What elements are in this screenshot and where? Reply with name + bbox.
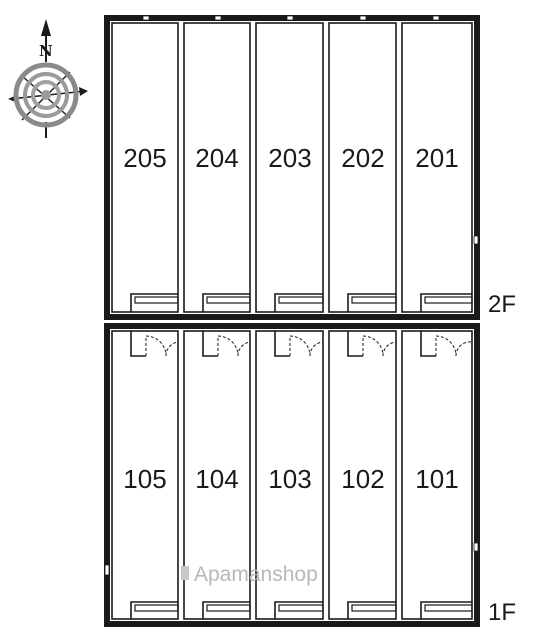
unit-202: 202 (328, 22, 397, 313)
unit-102: 102 (328, 330, 397, 620)
unit-label-203: 203 (268, 143, 311, 173)
unit-label-102: 102 (341, 464, 384, 494)
unit-label-104: 104 (195, 464, 238, 494)
floor-1f: 105 104 103 102 (104, 323, 516, 627)
unit-label-201: 201 (415, 143, 458, 173)
watermark-logo: Apamanshop (181, 563, 318, 586)
floor-2f: 205 204 203 202 201 (104, 15, 516, 320)
unit-104: 104 (183, 330, 251, 620)
unit-205: 205 (111, 22, 179, 313)
floor-label-1f: 1F (488, 599, 516, 626)
unit-204: 204 (183, 22, 251, 313)
compass-rose-icon: N (8, 19, 88, 138)
unit-label-105: 105 (123, 464, 166, 494)
unit-label-103: 103 (268, 464, 311, 494)
unit-203: 203 (255, 22, 324, 313)
unit-105: 105 (111, 330, 179, 620)
unit-label-202: 202 (341, 143, 384, 173)
unit-label-204: 204 (195, 143, 238, 173)
watermark-text: Apamanshop (194, 563, 318, 586)
unit-103: 103 (255, 330, 324, 620)
floor-label-2f: 2F (488, 291, 516, 318)
unit-label-205: 205 (123, 143, 166, 173)
unit-label-101: 101 (415, 464, 458, 494)
unit-101: 101 (401, 330, 473, 620)
unit-201: 201 (401, 22, 473, 313)
